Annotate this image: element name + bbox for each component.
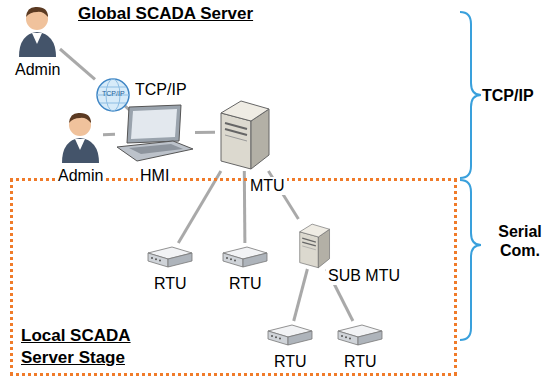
curly-brace (460, 12, 481, 178)
link-line (294, 269, 308, 321)
node-label: TCP/IP (133, 81, 189, 99)
admin-icon-graphic (15, 2, 60, 57)
server-icon: MTU (215, 93, 273, 171)
rtu-device-graphic (336, 321, 384, 349)
link-line (60, 49, 95, 79)
node-label: Admin (56, 167, 105, 185)
network-globe: TCP/IPTCP/IP (95, 78, 131, 112)
node-label: RTU (227, 275, 264, 293)
rtu-device: RTU (266, 321, 314, 349)
diagram-title: Global SCADA Server (78, 4, 253, 24)
rtu-device: RTU (336, 321, 384, 349)
rtu-device: RTU (221, 243, 269, 271)
brace-label: Serial Com. (489, 222, 551, 260)
server-icon-graphic (215, 93, 273, 171)
hmi-laptop-graphic (115, 103, 195, 163)
admin-icon: Admin (58, 108, 103, 163)
region-box: Local SCADA Server StageRTURTUSUB MTURTU… (10, 178, 457, 376)
link-line (243, 171, 247, 243)
admin-icon: Admin (15, 2, 60, 57)
node-label: RTU (152, 275, 189, 293)
node-label: RTU (342, 353, 379, 371)
rtu-device-graphic (221, 243, 269, 271)
rtu-device-graphic (266, 321, 314, 349)
brace-label: TCP/IP (482, 86, 534, 105)
node-label: RTU (272, 353, 309, 371)
icon-caption: TCP/IP (102, 90, 125, 98)
region-title: Local SCADA Server Stage (21, 325, 151, 369)
hmi-laptop: HMI (115, 103, 195, 163)
admin-icon-graphic (58, 108, 103, 163)
curly-brace (460, 180, 481, 340)
link-line (195, 131, 215, 134)
node-label: Admin (13, 61, 62, 79)
link-line (103, 133, 115, 136)
link-line (178, 171, 221, 243)
node-label: MTU (248, 177, 287, 195)
node-label: SUB MTU (326, 267, 402, 285)
rtu-device-graphic (146, 243, 194, 271)
server-icon-graphic (296, 219, 332, 269)
node-label: HMI (138, 167, 171, 185)
rtu-device: RTU (146, 243, 194, 271)
server-icon: SUB MTU (296, 219, 332, 269)
